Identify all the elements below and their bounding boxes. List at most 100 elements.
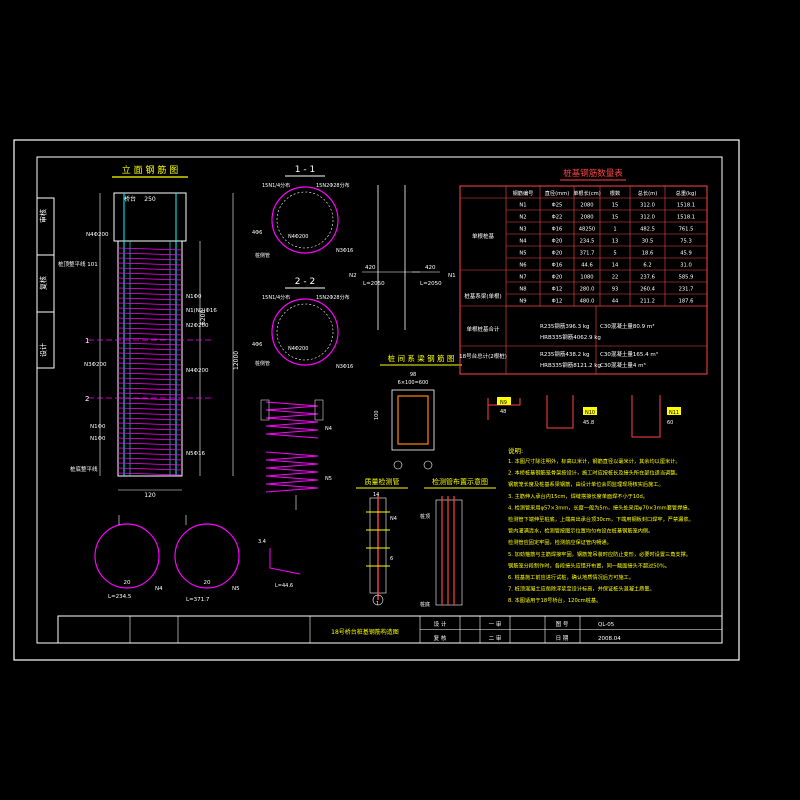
grade-1: 一 审 xyxy=(489,620,502,628)
table-header-1: 直径(mm) xyxy=(545,189,570,197)
detector-label-c: 6 xyxy=(390,556,393,562)
summary-1-line-1: R235钢筋396.3 kg xyxy=(540,322,590,330)
table-cell: 187.6 xyxy=(679,299,694,305)
spiral-label-n5: N5 xyxy=(325,476,332,482)
section-1-1: 1 - 1 15N1/4分布 15N2Φ28分布 4Φ6 N4Φ200 N3Φ1… xyxy=(252,165,353,259)
table-header-2: 单根长(cm) xyxy=(573,189,601,197)
tie-beam-dim-mid: 6×100=600 xyxy=(398,380,429,386)
summary-1-line-2: HRB335钢筋4062.9 kg xyxy=(540,333,601,341)
left-strip: 审核 复核 设计 xyxy=(36,197,55,369)
label-pile-bottom: 桩底整平线 xyxy=(70,465,98,473)
summary-2-line-2: HRB335钢筋8121.2 kg xyxy=(540,361,601,369)
table-cell: 5 xyxy=(613,251,616,257)
notes-title: 说明: xyxy=(508,446,523,455)
note-line: 6. 桩基施工前应进行试桩，确认地质情况后方可施工。 xyxy=(508,573,634,581)
summary-1-line-3: C30混凝土量80.9 m³ xyxy=(600,322,654,330)
date-value: 2008.04 xyxy=(598,636,621,642)
table-cell: 371.7 xyxy=(580,251,595,257)
table-group-1: 单根桩基 xyxy=(472,232,495,240)
section-1-title: 1 - 1 xyxy=(295,165,315,175)
n5-ring-label: N5 xyxy=(232,586,240,592)
note-line: 7. 桩顶混凝土应凿除浮浆至设计标高，并保证桩头混凝土质量。 xyxy=(508,585,655,593)
small-bar-n10-label: N10 xyxy=(585,410,595,416)
small-bar-n9-label: N9 xyxy=(500,400,507,406)
n3-dim-a: 3.4 xyxy=(258,539,266,545)
table-cell: 1 xyxy=(613,227,616,233)
label-n5: N5Φ16 xyxy=(186,451,205,457)
table-cell: 260.4 xyxy=(640,287,656,293)
n4-ring-label: N4 xyxy=(155,586,163,592)
notes-block: 说明: 1. 本图尺寸除注明外，标高以米计，钢筋直径以毫米计，其余均以厘米计。 2… xyxy=(508,446,694,604)
table-cell: 1518.1 xyxy=(677,203,695,209)
s1-label-d: N4Φ200 xyxy=(288,234,308,240)
table-cell: N6 xyxy=(519,263,526,269)
grade-2: 二 审 xyxy=(489,634,502,642)
cap-label: 桥台 xyxy=(124,195,136,203)
table-cell: N1 xyxy=(519,203,526,209)
date-label: 日 期 xyxy=(556,635,569,642)
rebar-quantity-table: 桩基钢筋数量表 钢筋编号直径(mm)单根长(cm)根数总长(m)总重(kg)N1… xyxy=(459,168,708,375)
table-group-2: 桩基系梁(单根) xyxy=(464,292,501,300)
drawing-no: QL-05 xyxy=(598,622,615,628)
table-cell: 1518.1 xyxy=(677,215,695,221)
review-label: 复 核 xyxy=(434,634,447,642)
dim-top: 250 xyxy=(144,196,156,203)
note-line: 检测管应固定牢固，检测前应保证管内畅通。 xyxy=(508,538,612,546)
table-header-5: 总重(kg) xyxy=(676,189,697,197)
note-line: 5. 加劲箍筋与主筋焊接牢固，钢筋笼吊装时应防止变形，必要时设置三角支撑。 xyxy=(508,550,691,558)
table-cell: N7 xyxy=(519,275,526,281)
small-bars: N9 48 N10 45.8 N11 60 xyxy=(487,395,681,438)
s2-label-e: N3Φ16 xyxy=(336,364,353,370)
note-line: 检测管下端伸至桩底，上端高出承台顶30cm，下端用钢板封口焊牢，严禁漏浆。 xyxy=(508,515,694,523)
spiral-detail: N4 N5 xyxy=(260,399,332,510)
detector-pipe: 质量检测管 14 N4 6 1 xyxy=(356,477,408,607)
label-n1-low2: N1Φ0 xyxy=(90,436,106,442)
label-n1: N1Φ0 xyxy=(186,294,202,300)
n5-ring-length: L=371.7 xyxy=(186,597,210,603)
s1-label-a: 15N1/4分布 xyxy=(262,182,290,189)
table-cell: 6.2 xyxy=(643,263,651,269)
bar-n2-n1: N2 L=2050 420 N1 L=2050 420 xyxy=(349,185,456,330)
table-cell: Φ12 xyxy=(552,287,563,293)
pipe-layout-bottom: 桩底 xyxy=(420,601,430,608)
table-cell: 211.2 xyxy=(640,299,655,305)
pile-body xyxy=(117,240,183,477)
tie-beam-dim-top: 98 xyxy=(410,372,416,378)
strip-label-1: 审核 xyxy=(39,209,48,223)
table-cell: 2080 xyxy=(580,203,593,209)
summary-2-line-3: C30混凝土量165.4 m³ xyxy=(600,350,658,358)
table-cell: N8 xyxy=(519,287,526,293)
bar-n1-length: L=2050 xyxy=(420,281,442,287)
table-cell: N5 xyxy=(519,251,526,257)
label-pile-top: 桩顶整平线 101 xyxy=(58,260,98,268)
table-cell: 93 xyxy=(612,287,619,293)
table-cell: N2 xyxy=(519,215,526,221)
small-bar-n11-dim: 60 xyxy=(667,420,673,426)
strip-label-3: 设计 xyxy=(39,343,48,357)
cut-2-label: 2 xyxy=(85,395,89,403)
table-cell: 44 xyxy=(612,299,619,305)
summary-2-line-1: R235钢筋438.2 kg xyxy=(540,350,590,358)
table-header-3: 根数 xyxy=(610,189,621,197)
table-cell: 48250 xyxy=(579,227,596,233)
table-cell: 14 xyxy=(612,263,619,269)
table-cell: Φ22 xyxy=(552,215,563,221)
bar-n1-label: N1 xyxy=(448,273,456,279)
table-cell: 312.0 xyxy=(640,215,655,221)
s2-label-c: 4Φ6 xyxy=(252,342,262,348)
bar-n2-label: N2 xyxy=(349,273,357,279)
table-cell: 18.6 xyxy=(642,251,654,257)
strip-label-2: 复核 xyxy=(39,276,48,290)
note-line: 1. 本图尺寸除注明外，标高以米计，钢筋直径以毫米计，其余均以厘米计。 xyxy=(508,457,681,465)
table-summary-2-label: 18号台总计(2根桩) xyxy=(459,352,507,360)
table-cell: 2080 xyxy=(580,215,593,221)
table-cell: 585.9 xyxy=(679,275,694,281)
note-line: 2. 本桥桩基钢筋笼骨架按设计，施工时应按桩长及接头所在部位适当调整。 xyxy=(508,469,681,477)
label-n4-top: N4Φ200 xyxy=(86,232,109,238)
table-title: 桩基钢筋数量表 xyxy=(563,168,623,179)
section-2-2: 2 - 2 15N1/4分布 15N2Φ28分布 4Φ6 N4Φ200 N3Φ1… xyxy=(252,277,353,370)
table-cell: Φ16 xyxy=(552,263,563,269)
s1-label-b: 15N2Φ28分布 xyxy=(316,182,350,189)
s1-label-c: 4Φ6 xyxy=(252,230,262,236)
